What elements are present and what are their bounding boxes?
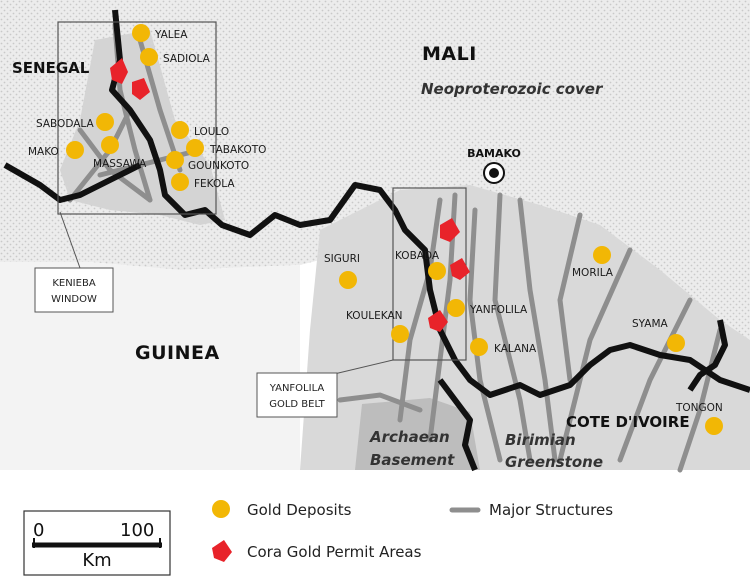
permit-area xyxy=(110,58,128,84)
permit-area xyxy=(428,310,448,332)
kenieba-label-line1: KENIEBA xyxy=(52,278,95,289)
deposit-sabodala xyxy=(96,113,114,131)
legend-major-structures: Major Structures xyxy=(489,501,613,519)
label-sadiola: SADIOLA xyxy=(163,53,211,65)
scale-end: 100 xyxy=(120,520,154,541)
region-neoproterozoic: Neoproterozoic cover xyxy=(421,80,604,98)
label-loulo: LOULO xyxy=(194,126,229,138)
scale-start: 0 xyxy=(33,520,44,541)
country-guinea: GUINEA xyxy=(135,342,220,364)
kenieba-window-box xyxy=(57,21,217,215)
deposit-siguri xyxy=(339,271,357,289)
region-birimian-1: Birimian xyxy=(505,431,576,449)
label-koulekan: KOULEKAN xyxy=(346,310,402,322)
region-birimian-2: Greenstone xyxy=(505,453,603,471)
archaean-basement-area xyxy=(355,398,480,470)
label-syama: SYAMA xyxy=(632,318,669,330)
permit-area xyxy=(450,258,470,280)
deposit-yanfolila xyxy=(447,299,465,317)
permit-area xyxy=(132,78,150,100)
country-borders xyxy=(3,9,750,472)
yanfolila-label-line1: YANFOLILA xyxy=(269,383,325,394)
kenieba-window-label-box xyxy=(34,267,114,313)
deposit-kobada xyxy=(428,262,446,280)
legend: Gold Deposits Major Structures Cora Gold… xyxy=(212,500,613,562)
legend-permit-areas: Cora Gold Permit Areas xyxy=(247,543,422,561)
bamako-capital-icon xyxy=(483,162,505,184)
legend-gold-deposits: Gold Deposits xyxy=(247,501,352,519)
label-fekola: FEKOLA xyxy=(194,178,235,190)
deposit-kalana xyxy=(470,338,488,356)
southern-terrain-area xyxy=(0,262,300,470)
legend-gold-icon xyxy=(212,500,230,518)
neoproterozoic-cover-area xyxy=(0,0,750,395)
label-kobada: KOBADA xyxy=(395,250,440,262)
deposit-tongon xyxy=(705,417,723,435)
label-yanfolila: YANFOLILA xyxy=(469,304,528,316)
region-archaean-2: Basement xyxy=(370,451,455,469)
legend-permit-icon xyxy=(212,540,232,562)
deposit-syama xyxy=(667,334,685,352)
scale-unit: Km xyxy=(82,550,111,571)
yanfolila-gold-belt-label-box xyxy=(256,372,338,418)
deposit-koulekan xyxy=(391,325,409,343)
deposit-massawa xyxy=(101,136,119,154)
country-senegal: SENEGAL xyxy=(12,59,90,77)
label-siguri: SIGURI xyxy=(324,253,360,265)
deposit-mako xyxy=(66,141,84,159)
permit-areas xyxy=(110,58,470,332)
kenieba-label-line2: WINDOW xyxy=(51,294,97,305)
deposit-gounkoto xyxy=(166,151,184,169)
yanfolila-leader xyxy=(329,359,394,376)
deposit-sadiola xyxy=(140,48,158,66)
label-yalea: YALEA xyxy=(154,29,188,41)
label-tongon: TONGON xyxy=(675,402,723,414)
bamako-label: BAMAKO xyxy=(467,147,521,160)
deposit-loulo xyxy=(171,121,189,139)
kenieba-leader xyxy=(59,211,81,269)
permit-area xyxy=(440,218,460,242)
region-archaean-1: Archaean xyxy=(369,428,450,446)
label-mako: MAKO xyxy=(28,146,59,158)
label-tabakoto: TABAKOTO xyxy=(209,144,266,156)
deposit-morila xyxy=(593,246,611,264)
label-gounkoto: GOUNKOTO xyxy=(188,160,249,172)
birimian-greenstone-area-south xyxy=(300,185,750,470)
deposit-tabakoto xyxy=(186,139,204,157)
country-mali: MALI xyxy=(422,43,477,65)
deposit-yalea xyxy=(132,24,150,42)
country-cote-divoire: COTE D'IVOIRE xyxy=(566,413,690,431)
label-morila: MORILA xyxy=(572,267,614,279)
label-sabodala: SABODALA xyxy=(36,118,95,130)
gold-deposits xyxy=(66,24,723,435)
deposit-labels: YALEA SADIOLA SABODALA LOULO TABAKOTO MA… xyxy=(28,29,723,414)
yanfolila-label-line2: GOLD BELT xyxy=(269,399,325,410)
label-kalana: KALANA xyxy=(494,343,537,355)
scale-bar: 0 100 Km xyxy=(23,510,171,576)
label-massawa: MASSAWA xyxy=(93,158,147,170)
deposit-fekola xyxy=(171,173,189,191)
